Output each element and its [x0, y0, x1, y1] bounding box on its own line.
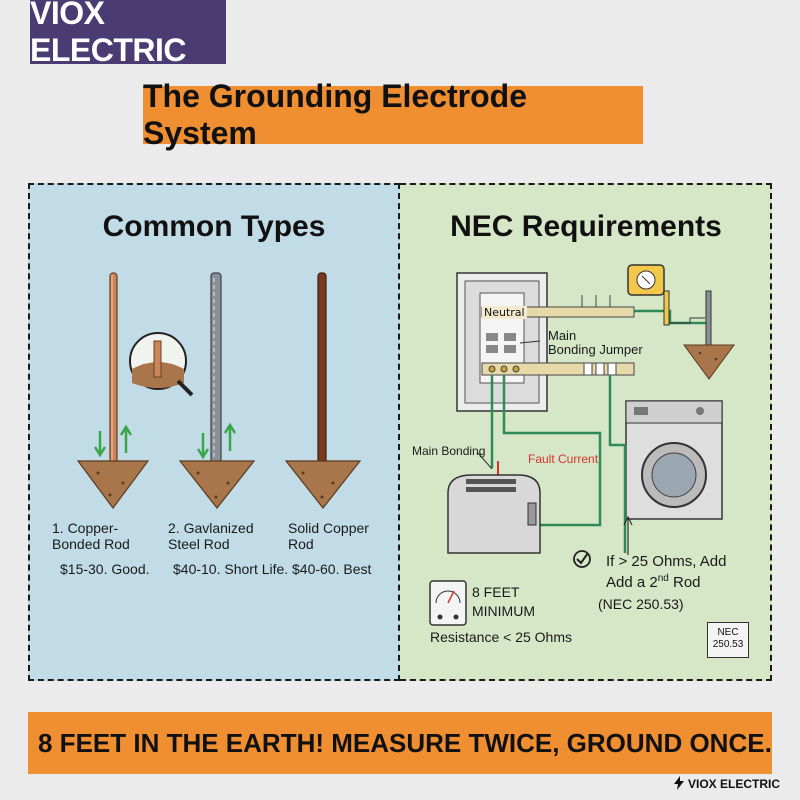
grounding-system-diagram — [429, 264, 735, 626]
rod3-price: $40-60. Best — [292, 561, 372, 577]
nec-badge-line2: 250.53 — [712, 639, 744, 650]
neutral-label: Neutral — [482, 306, 527, 319]
rods-illustration — [76, 272, 362, 510]
rod2-name: 2. Gavlanized Steel Rod — [168, 520, 254, 552]
add-rod-line3: (NEC 250.53) — [598, 596, 684, 612]
tape-measure-icon — [627, 264, 705, 326]
rod1-name: 1. Copper-Bonded Rod — [52, 520, 130, 552]
ground-rod-icon — [683, 290, 735, 380]
bottom-banner: 8 FEET IN THE EARTH! MEASURE TWICE, GROU… — [28, 712, 772, 774]
page-title: The Grounding Electrode System — [143, 78, 643, 151]
copper-bonded-rod — [76, 272, 150, 510]
main-bonding-jumper-line2: Bonding Jumper — [548, 342, 643, 357]
depth-line2: MINIMUM — [472, 603, 535, 619]
add-rod-line2-pre: Add a 2 — [606, 574, 658, 591]
magnifier-icon — [129, 332, 194, 397]
add-rod-line2-post: Rod — [668, 574, 701, 591]
rod3-name: Solid Copper Rod — [288, 520, 369, 552]
main-bonding-label: Main Bonding — [412, 444, 486, 458]
bottom-banner-text: 8 FEET IN THE EARTH! MEASURE TWICE, GROU… — [38, 727, 772, 758]
brand-logo: VIOX ELECTRIC — [30, 0, 226, 68]
brand-name: VIOX ELECTRIC — [30, 0, 187, 68]
fault-current-label: Fault Current — [528, 452, 599, 466]
lightning-bolt-icon — [673, 776, 684, 790]
common-types-heading: Common Types — [102, 210, 326, 243]
footer-brand-text: VIOX ELECTRIC — [687, 777, 780, 791]
add-rod-line2-sup: nd — [657, 573, 669, 584]
washing-machine-appliance — [625, 400, 723, 520]
nec-requirements-heading: NEC Requirements — [450, 210, 722, 243]
check-icon — [573, 550, 591, 568]
nec-badge: NEC 250.53 — [707, 622, 749, 658]
galvanized-steel-rod — [178, 272, 256, 509]
page-title-text: The Grounding Electrode System — [143, 78, 528, 151]
depth-line1: 8 FEET — [472, 584, 520, 600]
meter-icon — [429, 580, 467, 626]
footer-brand: VIOX ELECTRIC — [673, 776, 780, 791]
nec-badge-line1: NEC — [717, 627, 739, 638]
main-bonding-jumper-line1: Main — [548, 328, 577, 343]
rod2-price: $40-10. Short Life. — [173, 561, 289, 577]
toaster-appliance — [447, 474, 541, 554]
solid-copper-rod — [284, 272, 362, 509]
resistance-requirement: Resistance < 25 Ohms — [430, 629, 573, 645]
add-rod-line2: Add a 2nd Rod — [606, 573, 701, 591]
add-rod-line1: If > 25 Ohms, Add — [606, 553, 727, 570]
rod1-price: $15-30. Good. — [60, 561, 150, 577]
